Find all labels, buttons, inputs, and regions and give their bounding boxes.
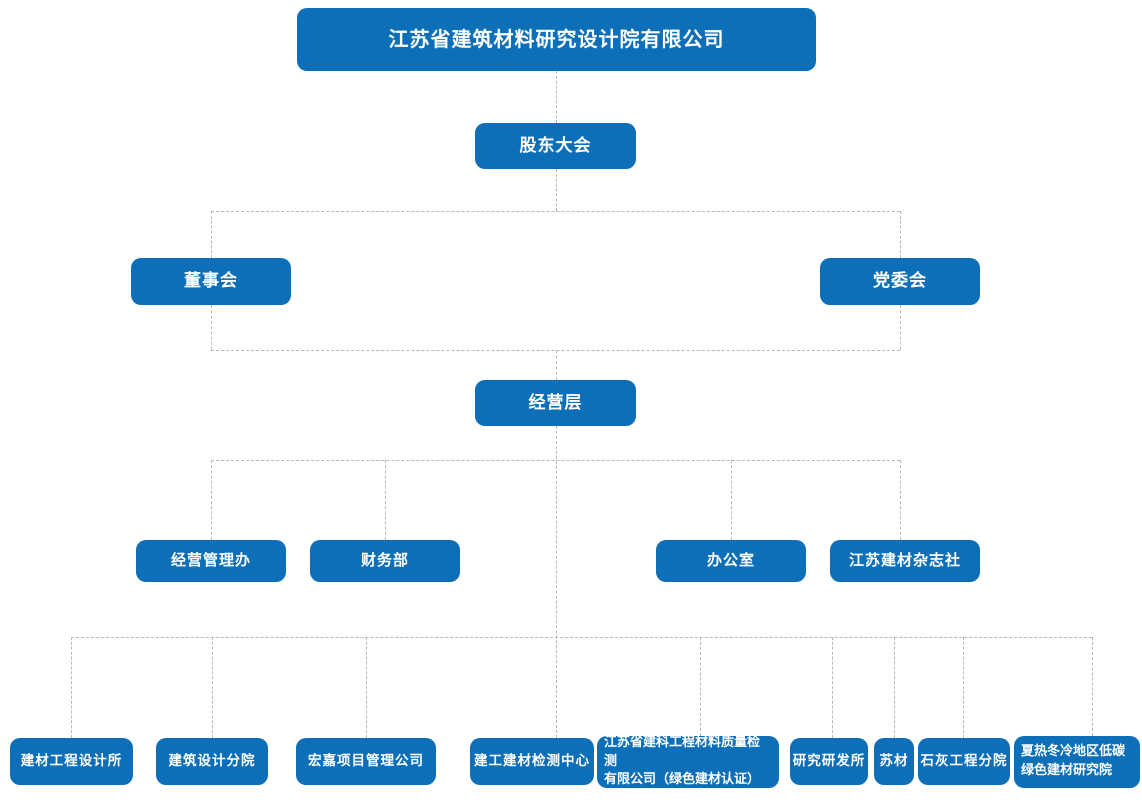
connector-to-management [556,350,557,380]
org-node-operations-management-office: 经营管理办 [136,540,286,582]
connector-to-sub-0 [71,637,72,738]
connector-to-sub-8 [1092,637,1093,736]
connector-shareholders-down [556,169,557,211]
org-node-shareholders-meeting: 股东大会 [475,123,636,169]
connector-branch-top [211,211,900,212]
org-node-research-and-development-institute: 研究研发所 [790,738,868,785]
connector-to-dept-0 [211,460,212,540]
connector-to-dept-2 [731,460,732,540]
org-node-party-committee: 党委会 [820,258,980,305]
connector-dept-branch [211,460,900,461]
connector-party-down [900,305,901,350]
connector-to-sub-4 [700,637,701,736]
org-node-materials-engineering-design-institute: 建材工程设计所 [10,738,133,785]
org-node-finance-department: 财务部 [310,540,460,582]
connector-company-to-shareholders [556,71,557,123]
connector-to-dept-3 [900,460,901,540]
org-node-architectural-design-branch: 建筑设计分院 [156,738,268,785]
org-node-hongjia-project-management-company: 宏嘉项目管理公司 [296,738,436,785]
connector-to-sub-2 [366,637,367,738]
org-node-jianke-quality-testing-company: 江苏省建科工程材料质量检测 有限公司（绿色建材认证） [597,735,779,788]
org-node-jiangsu-building-materials-magazine: 江苏建材杂志社 [830,540,980,582]
connector-to-sub-6 [894,637,895,738]
org-node-construction-materials-testing-center: 建工建材检测中心 [470,738,594,785]
connector-management-trunk [556,426,557,738]
org-node-low-carbon-green-materials-research-institute: 夏热冬冷地区低碳 绿色建材研究院 [1014,736,1140,788]
org-node-management-level: 经营层 [475,380,636,426]
connector-branch-bottom [211,350,900,351]
connector-to-sub-1 [212,637,213,738]
org-node-board-of-directors: 董事会 [131,258,291,305]
connector-board-down [211,305,212,350]
org-node-lime-engineering-branch: 石灰工程分院 [918,738,1010,785]
org-node-company: 江苏省建筑材料研究设计院有限公司 [297,8,816,71]
connector-to-dept-1 [385,460,386,540]
org-node-general-office: 办公室 [656,540,806,582]
org-node-sucai: 苏材 [874,738,914,785]
connector-to-board [211,211,212,258]
connector-to-sub-7 [963,637,964,738]
connector-subsidiary-branch [71,637,1092,638]
connector-to-sub-5 [832,637,833,738]
connector-to-party [900,211,901,258]
